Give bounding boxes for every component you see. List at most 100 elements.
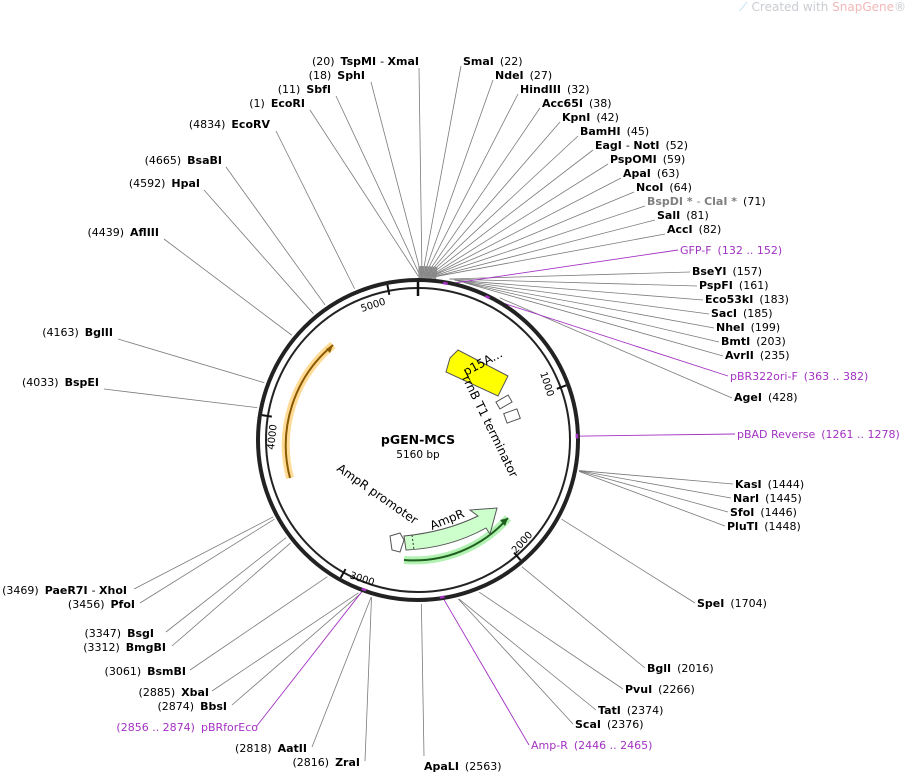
site-label-acci[interactable]: AccI(82) [667,223,721,236]
site-label-apali[interactable]: ApaLI(2563) [424,760,502,773]
site-label-bbsi[interactable]: (2874)BbsI [158,700,227,713]
site-label-bseyi[interactable]: BseYI(157) [692,265,762,278]
site-label-agei[interactable]: AgeI(428) [734,391,798,404]
site-label-hindiii[interactable]: HindIII(32) [520,83,590,96]
site-leader-line [434,233,666,278]
site-leader-line [579,470,734,485]
site-label-ndei[interactable]: NdeI(27) [495,69,552,82]
site-label-sbfi[interactable]: (11)SbfI [278,83,331,96]
site-label-apai[interactable]: ApaI(63) [623,167,680,180]
tick-label-5000: 5000 [360,297,388,315]
site-label-nari[interactable]: NarI(1445) [733,492,802,505]
site-label-bsabi[interactable]: (4665)BsaBI [145,154,222,167]
site-label-acc65i[interactable]: Acc65I(38) [542,97,612,110]
feature-rrnb-terminator-box1[interactable] [495,394,513,410]
site-label-aatii[interactable]: (2818)AatII [235,742,307,755]
primer-binding-mark [442,281,448,286]
site-label-pspfi[interactable]: PspFI(161) [699,279,769,292]
site-label-sfoi[interactable]: SfoI(1446) [730,506,797,519]
feature-ampr-promoter[interactable] [389,532,405,553]
site-leader-line [370,81,422,277]
site-label-bspei[interactable]: (4033)BspEI [22,376,99,389]
site-label-bspdi-clai[interactable]: BspDI *- ClaI *(71) [647,195,766,208]
primer-binding-mark [484,294,491,300]
site-label-tati[interactable]: TatI(2374) [598,704,663,717]
site-leader-line [309,109,419,277]
primer-label-pbad-reverse[interactable]: pBAD Reverse(1261 .. 1278) [737,428,900,441]
site-leader-line [425,107,541,277]
site-leader-line [231,593,361,706]
site-label-scai[interactable]: ScaI(2376) [575,718,644,731]
site-leader-line [432,205,646,277]
site-label-bmgbi[interactable]: (3312)BmgBI [83,641,166,654]
site-label-saci[interactable]: SacI(185) [711,307,773,320]
site-leader-line [211,592,359,692]
site-label-kpni[interactable]: KpnI(42) [562,111,619,124]
site-leader-line [578,470,729,513]
site-leader-line [335,95,421,277]
site-label-eco53ki[interactable]: Eco53kI(183) [705,293,789,306]
scale-tick [513,551,522,561]
site-leader-line [579,470,732,499]
ampr-cds-boundary [411,534,415,551]
ampr-arc-arrowhead [500,518,508,526]
site-label-ecori[interactable]: (1)EcoRI [249,97,305,110]
site-label-bgli[interactable]: BglI(2016) [647,662,714,675]
site-label-zrai[interactable]: (2816)ZraI [293,756,361,769]
site-label-pluti[interactable]: PluTI(1448) [727,520,801,533]
site-label-sali[interactable]: SalI(81) [657,209,709,222]
site-leader-line [478,591,624,690]
cluster-box-edge [431,266,434,279]
site-leader-line [561,518,696,604]
primer-label-pbrforeco[interactable]: (2856 .. 2874)pBRforEco [116,721,258,734]
site-leader-line [429,163,609,277]
site-label-eagi-noti[interactable]: EagI- NotI(52) [595,139,688,152]
site-label-ecorv[interactable]: (4834)EcoRV [189,118,271,131]
site-label-kasi[interactable]: KasI(1444) [735,478,804,491]
feature-rrnb-terminator-box2[interactable] [503,408,521,424]
site-leader-line [423,79,494,277]
site-leader-line [139,518,275,604]
site-label-spei[interactable]: SpeI(1704) [697,597,767,610]
scale-ticks [261,282,567,579]
site-label-bglii[interactable]: (4163)BglII [42,326,113,339]
site-leader-line [203,189,314,314]
site-label-avrii[interactable]: AvrII(235) [725,349,790,362]
site-label-bsgi[interactable]: (3347)BsgI [85,627,154,640]
site-leader-line [454,279,710,315]
feature-ampr-cds[interactable] [403,507,498,551]
site-leader-line [163,238,293,336]
primer-label-pbr322ori-f[interactable]: pBR322ori-F(363 .. 382) [730,370,868,383]
site-label-aflIII[interactable]: (4439)AflIII [87,226,159,239]
site-label-bsmbi[interactable]: (3061)BsmBI [105,665,186,678]
site-label-ncoi[interactable]: NcoI(64) [636,181,692,194]
site-label-nhei[interactable]: NheI(199) [716,321,780,334]
site-label-tspmi-xmai[interactable]: (20)TspMI- XmaI [312,55,419,68]
feature-p15a-origin[interactable] [445,349,509,397]
primer-label-gfp-f[interactable]: GFP-F(132 .. 152) [680,244,782,257]
site-leader-line [457,280,715,329]
site-label-paer7i-xhoi[interactable]: (3469)PaeR7I- XhoI [2,584,127,597]
site-label-smai[interactable]: SmaI(22) [463,55,523,68]
site-leader-line [165,537,287,633]
primer-label-amp-r[interactable]: Amp-R(2446 .. 2465) [531,739,652,752]
tick-label-4000: 4000 [266,424,280,450]
site-label-sphi[interactable]: (18)SphI [309,69,365,82]
site-label-pspomi[interactable]: PspOMI(59) [610,153,685,166]
site-leader-line [458,280,720,343]
site-label-xbai[interactable]: (2885)XbaI [139,686,209,699]
origin-arc-line [284,344,334,479]
primer-binding-mark [361,587,367,592]
site-label-pvui[interactable]: PvuI(2266) [625,683,695,696]
site-leader-line [426,135,579,277]
site-label-bmti[interactable]: BmtI(203) [721,335,786,348]
cluster-box-edge [424,266,427,279]
site-label-hpai[interactable]: (4592)HpaI [129,177,200,190]
site-leader-line [449,278,698,287]
site-leader-line [189,576,328,671]
site-label-bamhi[interactable]: BamHI(45) [580,125,649,138]
site-label-pfoi[interactable]: (3456)PfoI [68,598,135,611]
site-leader-line [103,388,258,409]
snapgene-logo-icon: ⟋ [739,0,748,14]
site-leader-line [311,597,372,748]
